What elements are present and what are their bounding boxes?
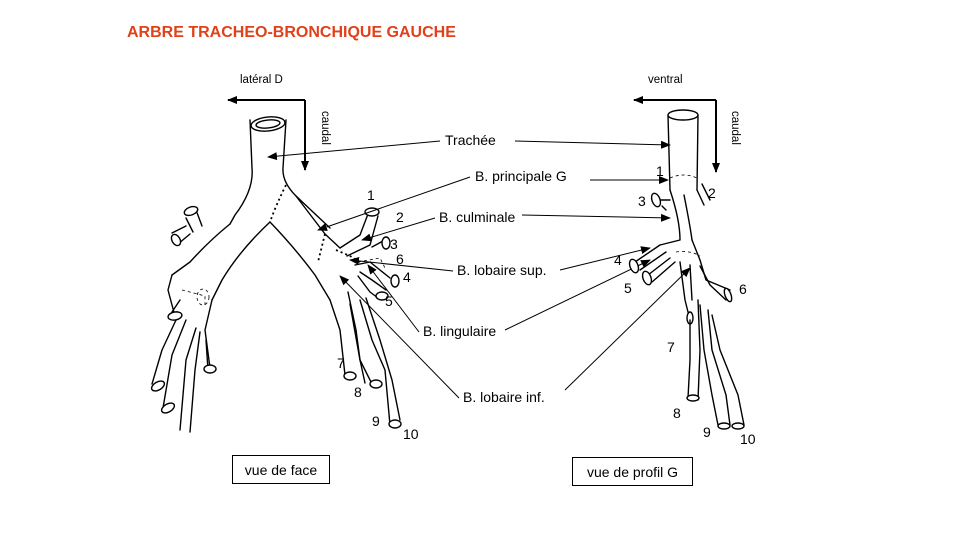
right-segment-number: 8 [673, 405, 681, 421]
right-segment-number: 5 [624, 280, 632, 296]
label-bronche-lobaire-sup: B. lobaire sup. [457, 262, 547, 278]
left-segment-number: 4 [403, 269, 411, 285]
left-segment-number: 3 [390, 236, 398, 252]
view-label-profil: vue de profil G [572, 457, 693, 486]
right-segment-number: 1 [656, 163, 664, 179]
left-bronchial-tree [150, 116, 402, 433]
right-segment-number: 6 [739, 281, 747, 297]
right-ventral-axis-label: ventral [648, 74, 683, 86]
diagram-title: ARBRE TRACHEO-BRONCHIQUE GAUCHE [127, 24, 456, 41]
left-caudal-axis-label: caudal [319, 111, 331, 145]
right-segment-number: 3 [638, 193, 646, 209]
left-segment-number: 7 [337, 355, 345, 371]
right-segment-number: 7 [667, 339, 675, 355]
label-trachee: Trachée [445, 132, 496, 148]
label-bronche-lingulaire: B. lingulaire [423, 323, 496, 339]
right-segment-number: 10 [740, 431, 756, 447]
right-segment-number: 9 [703, 424, 711, 440]
left-segment-number: 6 [396, 251, 404, 267]
left-lateral-axis-label: latéral D [240, 74, 283, 86]
left-segment-number: 10 [403, 426, 419, 442]
view-label-face: vue de face [232, 455, 330, 484]
label-bronche-principale: B. principale G [475, 168, 567, 184]
right-segment-number: 4 [614, 252, 622, 268]
label-bronche-lobaire-inf: B. lobaire inf. [463, 389, 545, 405]
leader-lines [267, 140, 691, 399]
left-segment-number: 9 [372, 413, 380, 429]
label-bronche-culminale: B. culminale [439, 209, 515, 225]
left-orientation-axes [227, 96, 309, 171]
right-segment-number: 2 [708, 185, 716, 201]
right-bronchial-tree [628, 109, 745, 430]
left-segment-number: 2 [396, 209, 404, 225]
right-orientation-axes [633, 96, 720, 173]
right-caudal-axis-label: caudal [729, 111, 741, 145]
left-segment-number: 1 [367, 187, 375, 203]
left-segment-number: 5 [385, 293, 393, 309]
left-segment-number: 8 [354, 384, 362, 400]
